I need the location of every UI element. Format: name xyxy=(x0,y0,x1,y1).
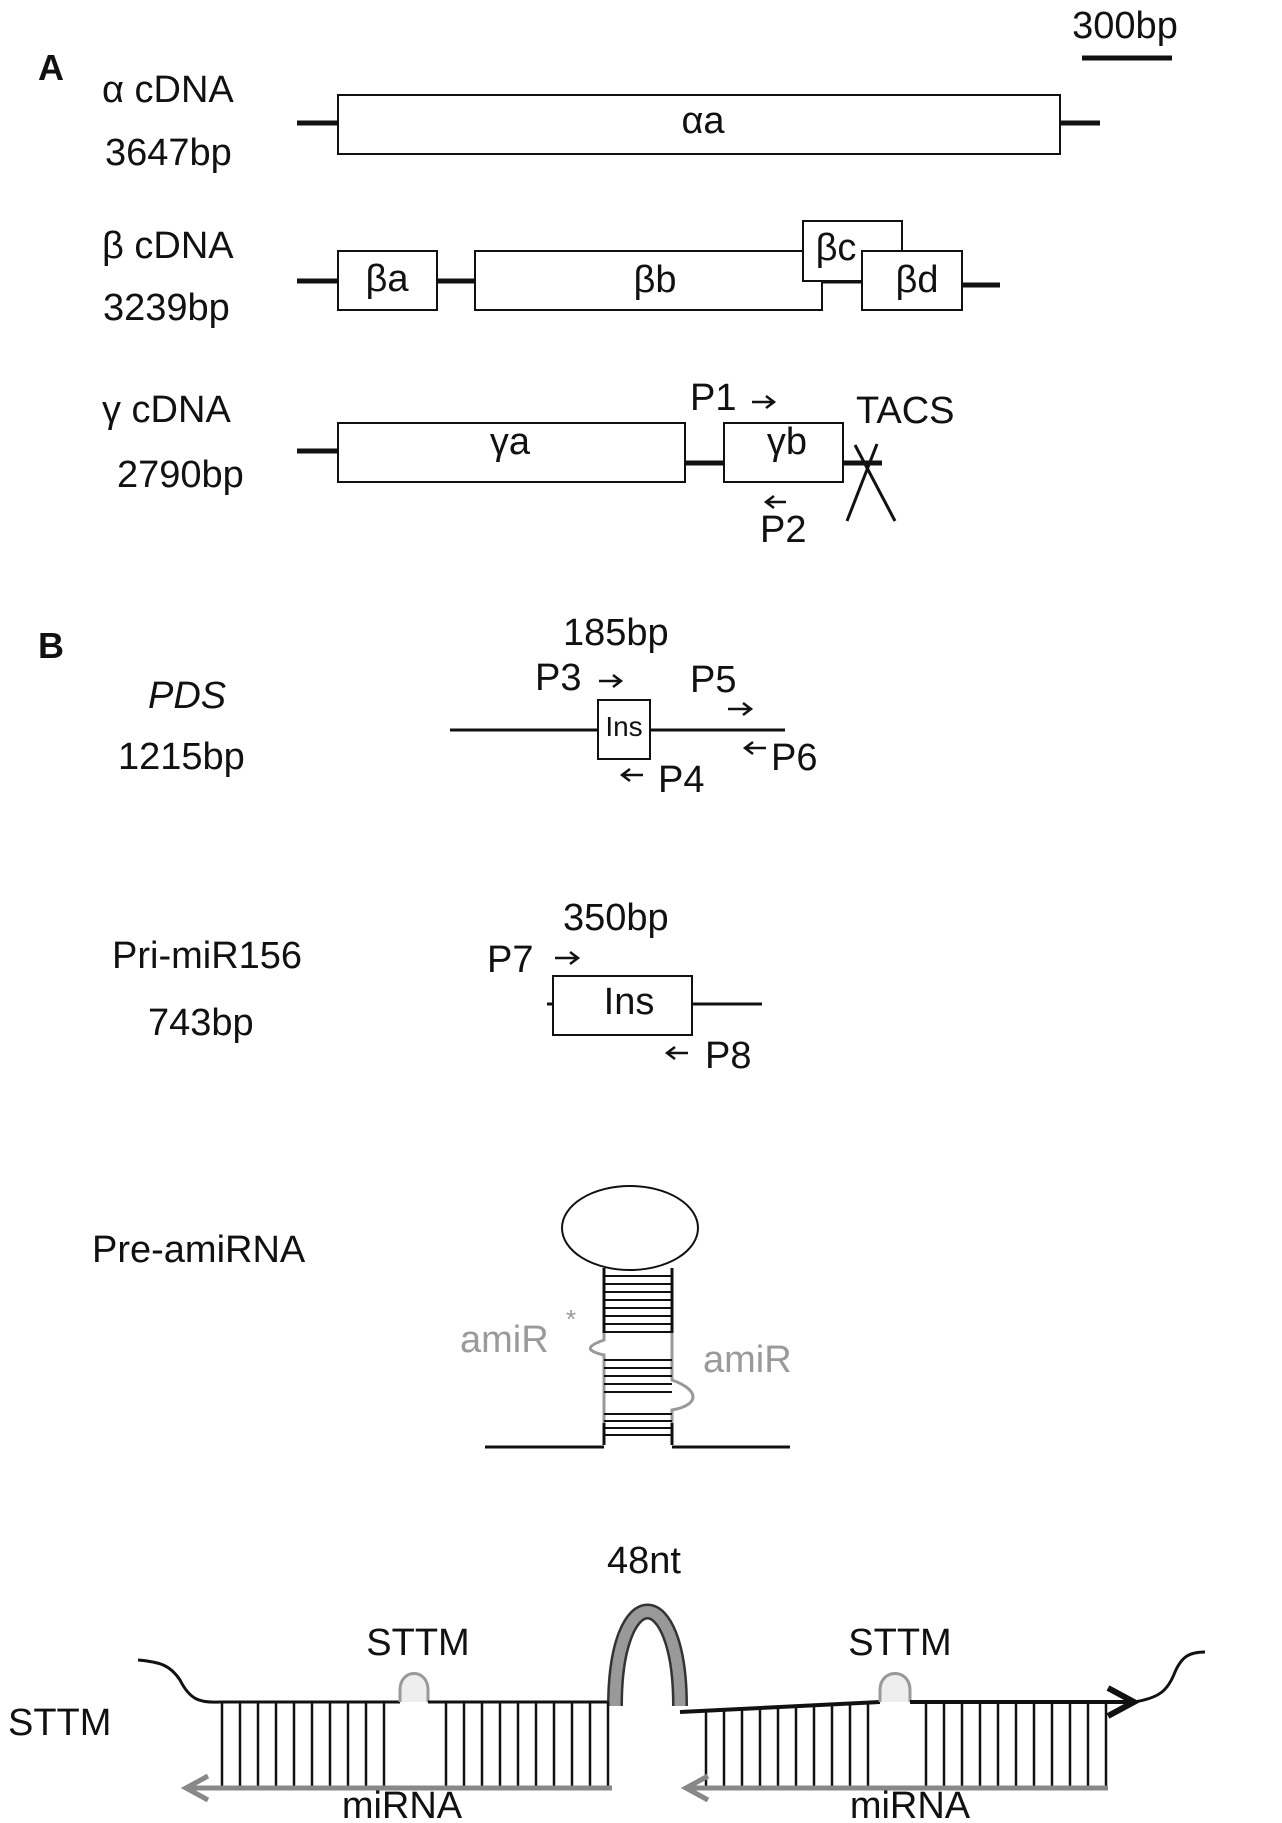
amir-label: amiR xyxy=(703,1339,792,1381)
primer-p7-label: P7 xyxy=(487,939,533,981)
stem-rungs-lower xyxy=(604,1413,672,1436)
amir-star-strand xyxy=(589,1333,606,1423)
primer-p4-label: P4 xyxy=(658,759,704,801)
pds-row: PDS 1215bp 185bp Ins P3 P5 P6 P4 xyxy=(118,612,817,801)
beta-name: β cDNA xyxy=(102,225,234,267)
gamma-segment-b xyxy=(723,422,844,483)
scale-bar-label: 300bp xyxy=(1072,5,1178,47)
hairpin-loop xyxy=(561,1185,699,1271)
beta-segment-b xyxy=(474,250,823,311)
primer-p7-arrow xyxy=(555,951,581,965)
sttm-construct: STTM 48nt STTM STTM xyxy=(8,1540,1206,1823)
pri-mir156-insert-label: Ins xyxy=(604,981,655,1023)
pds-insert-size: 185bp xyxy=(563,612,669,654)
panel-b-label: B xyxy=(38,625,64,666)
primer-p8-arrow xyxy=(664,1046,688,1060)
pri-mir156-length: 743bp xyxy=(148,1002,254,1044)
gamma-segment-a-label: γa xyxy=(490,421,531,463)
beta-segment-a xyxy=(337,250,438,311)
sttm-bulge-right-label: STTM xyxy=(848,1622,951,1664)
beta-segment-b-label: βb xyxy=(634,259,677,301)
primer-p2-label: P2 xyxy=(760,509,806,551)
gamma-cdna-row: γ cDNA 2790bp γa γb P1 P2 TACS xyxy=(102,377,955,551)
primer-p1-arrow xyxy=(752,395,777,409)
sttm-spacer-arch-fill xyxy=(609,1606,686,1707)
sttm-rungs-right xyxy=(704,1702,1108,1786)
pri-mir156-insert-box xyxy=(552,975,693,1036)
primer-p1-label: P1 xyxy=(690,377,736,419)
pds-length: 1215bp xyxy=(118,736,245,778)
stem-rungs-middle xyxy=(604,1359,672,1393)
primer-p3-arrow xyxy=(599,674,624,688)
sttm-top-strand-left xyxy=(137,1658,400,1704)
beta-length: 3239bp xyxy=(103,287,230,329)
alpha-length: 3647bp xyxy=(105,132,232,174)
gamma-segment-b-label: γb xyxy=(767,421,807,463)
pds-insert-label: Ins xyxy=(605,711,642,742)
alpha-name: α cDNA xyxy=(102,69,234,111)
gamma-name: γ cDNA xyxy=(102,389,231,431)
gamma-length: 2790bp xyxy=(117,454,244,496)
sttm-3-flank xyxy=(1133,1650,1206,1704)
pri-mir156-row: Pri-miR156 743bp 350bp P7 Ins P8 xyxy=(112,897,762,1077)
tacs-label: TACS xyxy=(856,390,955,432)
sttm-bulge-left xyxy=(398,1672,430,1702)
amir-star-mark: * xyxy=(566,1304,576,1334)
scale-bar: 300bp xyxy=(1072,5,1178,61)
alpha-segment-a-label: αa xyxy=(681,100,725,142)
stem-rungs-upper xyxy=(604,1275,672,1333)
primer-p5-arrow xyxy=(728,702,754,716)
beta-segment-d xyxy=(861,250,963,311)
gamma-segment-a xyxy=(337,422,686,483)
mirna-right-label: miRNA xyxy=(850,1785,971,1823)
pri-mir156-insert-size: 350bp xyxy=(563,897,669,939)
primer-p6-arrow xyxy=(742,741,766,755)
primer-p6-label: P6 xyxy=(771,737,817,779)
pri-mir156-name: Pri-miR156 xyxy=(112,935,302,977)
amir-strand xyxy=(670,1333,695,1423)
amir-star-label: amiR xyxy=(460,1319,549,1361)
beta-segment-d-label: βd xyxy=(896,259,939,301)
beta-segment-a-label: βa xyxy=(366,258,410,300)
primer-p4-arrow xyxy=(619,768,643,782)
mirna-left-arrow xyxy=(180,1773,210,1803)
pds-name: PDS xyxy=(148,675,226,717)
beta-cdna-row: β cDNA 3239bp βa βb βc βd xyxy=(102,220,1000,329)
sttm-rungs-left xyxy=(220,1702,610,1786)
pre-amirna-hairpin: Pre-amiRNA amiR * amiR xyxy=(92,1185,792,1449)
alpha-segment-a xyxy=(337,94,1061,155)
panel-a-label: A xyxy=(38,47,64,88)
sttm-bulge-left-label: STTM xyxy=(366,1622,469,1664)
mirna-left-label: miRNA xyxy=(342,1785,463,1823)
primer-p5-label: P5 xyxy=(690,659,736,701)
sttm-spacer-label: 48nt xyxy=(607,1540,681,1582)
primer-p2-arrow xyxy=(763,495,786,509)
beta-segment-c-label: βc xyxy=(816,227,857,269)
primer-p8-label: P8 xyxy=(705,1035,751,1077)
primer-p3-label: P3 xyxy=(535,657,581,699)
tacs-cross-icon xyxy=(845,443,897,522)
mirna-right-arrow xyxy=(680,1773,710,1803)
pds-insert-box xyxy=(597,699,651,760)
sttm-bulge-right xyxy=(878,1672,912,1702)
sttm-top-strand-right xyxy=(679,1700,881,1714)
sttm-name: STTM xyxy=(8,1702,111,1744)
pre-amirna-name: Pre-amiRNA xyxy=(92,1229,306,1271)
alpha-cdna-row: α cDNA 3647bp αa xyxy=(102,69,1100,174)
